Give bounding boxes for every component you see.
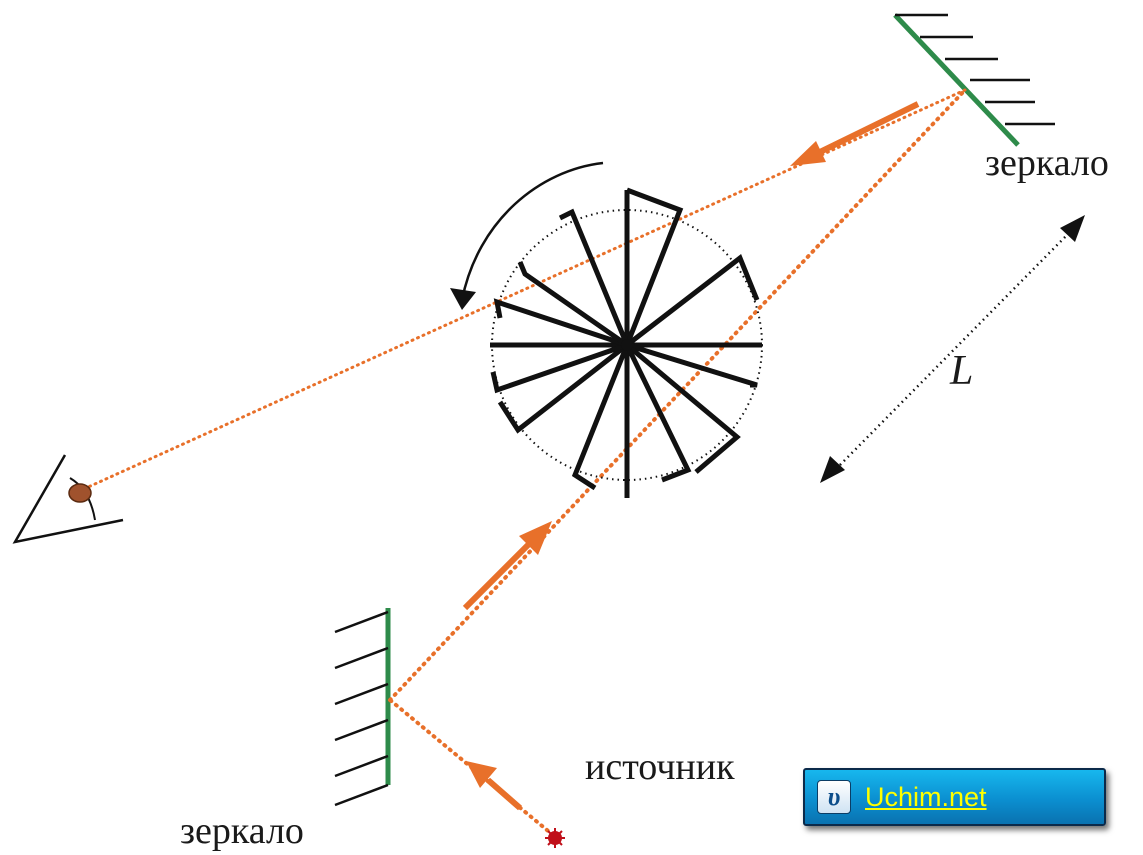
beam-arrow-bottom: [466, 761, 522, 811]
beam-arrow-middle: [462, 521, 552, 611]
eye-icon: [12, 454, 124, 544]
uchim-link[interactable]: Uchim.net: [865, 781, 987, 812]
label-source: источник: [585, 746, 735, 788]
bottom-mirror: [334, 608, 391, 807]
beam-mirror-to-wheel: [388, 88, 967, 702]
rotation-arrow-icon: [450, 161, 604, 310]
beam-arrow-top: [790, 101, 920, 166]
beam-arrows: [462, 101, 920, 811]
top-mirror: [893, 13, 1055, 147]
toothed-wheel: [490, 187, 763, 498]
light-source-icon: [545, 828, 565, 848]
label-mirror-bottom: зеркало: [180, 810, 304, 852]
uchim-logo-icon: υ: [817, 780, 851, 814]
beam-mirror-to-observer: [73, 88, 967, 495]
label-distance: L: [950, 348, 974, 394]
label-mirror-top: зеркало: [985, 142, 1109, 184]
distance-arrow: [820, 215, 1085, 483]
uchim-badge[interactable]: υ Uchim.net: [803, 768, 1106, 826]
